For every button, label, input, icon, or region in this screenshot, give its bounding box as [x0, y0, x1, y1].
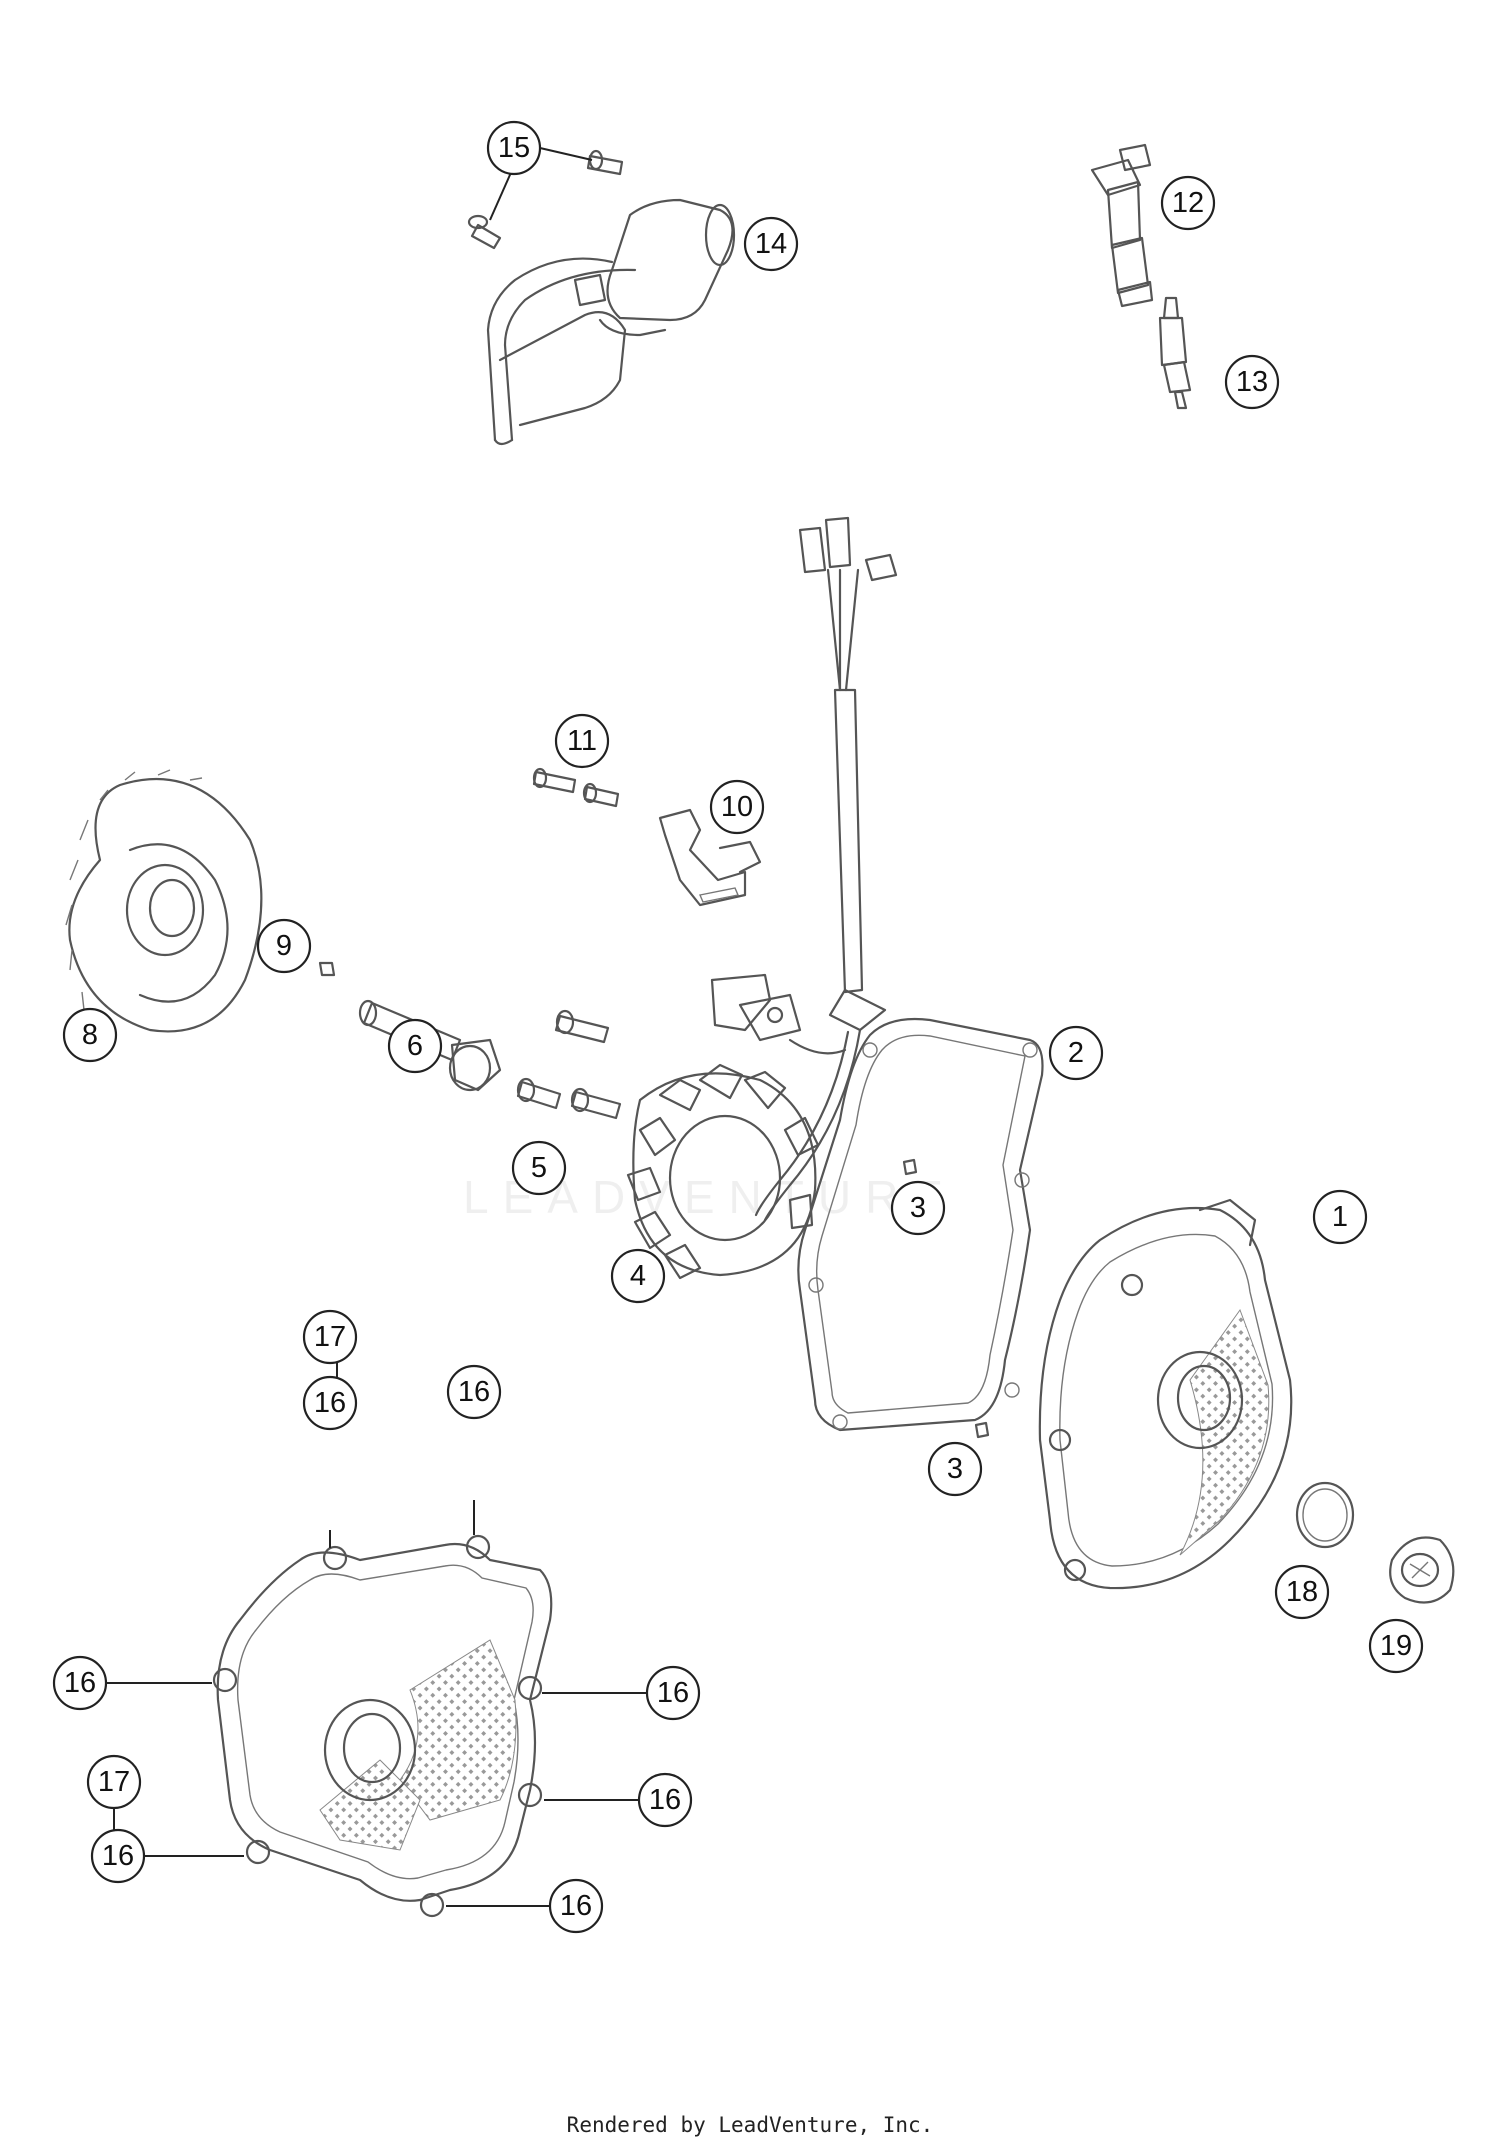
svg-text:15: 15	[498, 132, 530, 164]
svg-text:3: 3	[947, 1453, 963, 1485]
woodruff-key-part	[318, 961, 336, 977]
flywheel-rotor-part	[65, 769, 263, 1033]
callout-14: 14	[743, 216, 799, 272]
ignition-coil-part	[486, 198, 736, 446]
callout-16: 16	[548, 1878, 604, 1934]
svg-text:17: 17	[314, 1321, 346, 1353]
svg-text:19: 19	[1380, 1630, 1412, 1662]
svg-text:1: 1	[1332, 1201, 1348, 1233]
cable-bracket-part	[658, 808, 762, 907]
callout-16: 16	[446, 1364, 502, 1420]
callout-17: 17	[302, 1309, 358, 1365]
callout-12: 12	[1160, 175, 1216, 231]
spark-plug-connector-part	[1090, 143, 1154, 308]
svg-text:16: 16	[314, 1387, 346, 1419]
screw-plug-part	[1389, 1536, 1455, 1604]
callout-18: 18	[1274, 1564, 1330, 1620]
callout-1: 1	[1312, 1189, 1368, 1245]
spark-plug-part	[1158, 296, 1192, 410]
svg-text:12: 12	[1172, 187, 1204, 219]
svg-text:8: 8	[82, 1019, 98, 1051]
callout-4: 4	[610, 1248, 666, 1304]
callout-16: 16	[52, 1655, 108, 1711]
svg-text:9: 9	[276, 930, 292, 962]
svg-text:18: 18	[1286, 1576, 1318, 1608]
svg-text:16: 16	[64, 1667, 96, 1699]
svg-text:14: 14	[755, 228, 787, 260]
footer-credit: Rendered by LeadVenture, Inc.	[566, 2113, 934, 2137]
callout-8: 8	[62, 1007, 118, 1063]
callout-5: 5	[511, 1140, 567, 1196]
svg-text:17: 17	[98, 1766, 130, 1798]
callout-11: 11	[554, 713, 610, 769]
callout-6: 6	[387, 1018, 443, 1074]
ignition-cover-part	[1038, 1198, 1293, 1590]
stator-part	[626, 1063, 820, 1280]
callout-16: 16	[645, 1665, 701, 1721]
ignition-cover-rear-view	[212, 1534, 553, 1918]
o-ring-part	[1295, 1481, 1355, 1549]
callout-15: 15	[486, 120, 542, 176]
rotor-bolt-part	[358, 999, 502, 1092]
svg-text:16: 16	[657, 1677, 689, 1709]
callout-2: 2	[1048, 1025, 1104, 1081]
svg-text:13: 13	[1236, 366, 1268, 398]
callout-16: 16	[302, 1375, 358, 1431]
callout-3: 3	[927, 1441, 983, 1497]
svg-text:10: 10	[721, 791, 753, 823]
svg-text:4: 4	[630, 1260, 646, 1292]
svg-text:3: 3	[910, 1192, 926, 1224]
svg-text:6: 6	[407, 1030, 423, 1062]
callout-9: 9	[256, 918, 312, 974]
bracket-screw-part	[532, 767, 620, 808]
svg-text:11: 11	[567, 725, 597, 757]
svg-text:16: 16	[649, 1784, 681, 1816]
pickup-sensor-part	[710, 973, 847, 1055]
callout-3: 3	[890, 1180, 946, 1236]
callout-16: 16	[90, 1828, 146, 1884]
svg-text:5: 5	[531, 1152, 547, 1184]
cover-gasket-part	[797, 1017, 1044, 1432]
svg-text:16: 16	[102, 1840, 134, 1872]
dowel-pin-part	[902, 1158, 990, 1439]
svg-text:16: 16	[560, 1890, 592, 1922]
callout-17: 17	[86, 1754, 142, 1810]
callout-13: 13	[1224, 354, 1280, 410]
svg-text:2: 2	[1068, 1037, 1084, 1069]
stator-screw-part	[516, 1009, 622, 1120]
callout-10: 10	[709, 779, 765, 835]
callout-19: 19	[1368, 1618, 1424, 1674]
svg-text:16: 16	[458, 1376, 490, 1408]
callout-16: 16	[637, 1772, 693, 1828]
